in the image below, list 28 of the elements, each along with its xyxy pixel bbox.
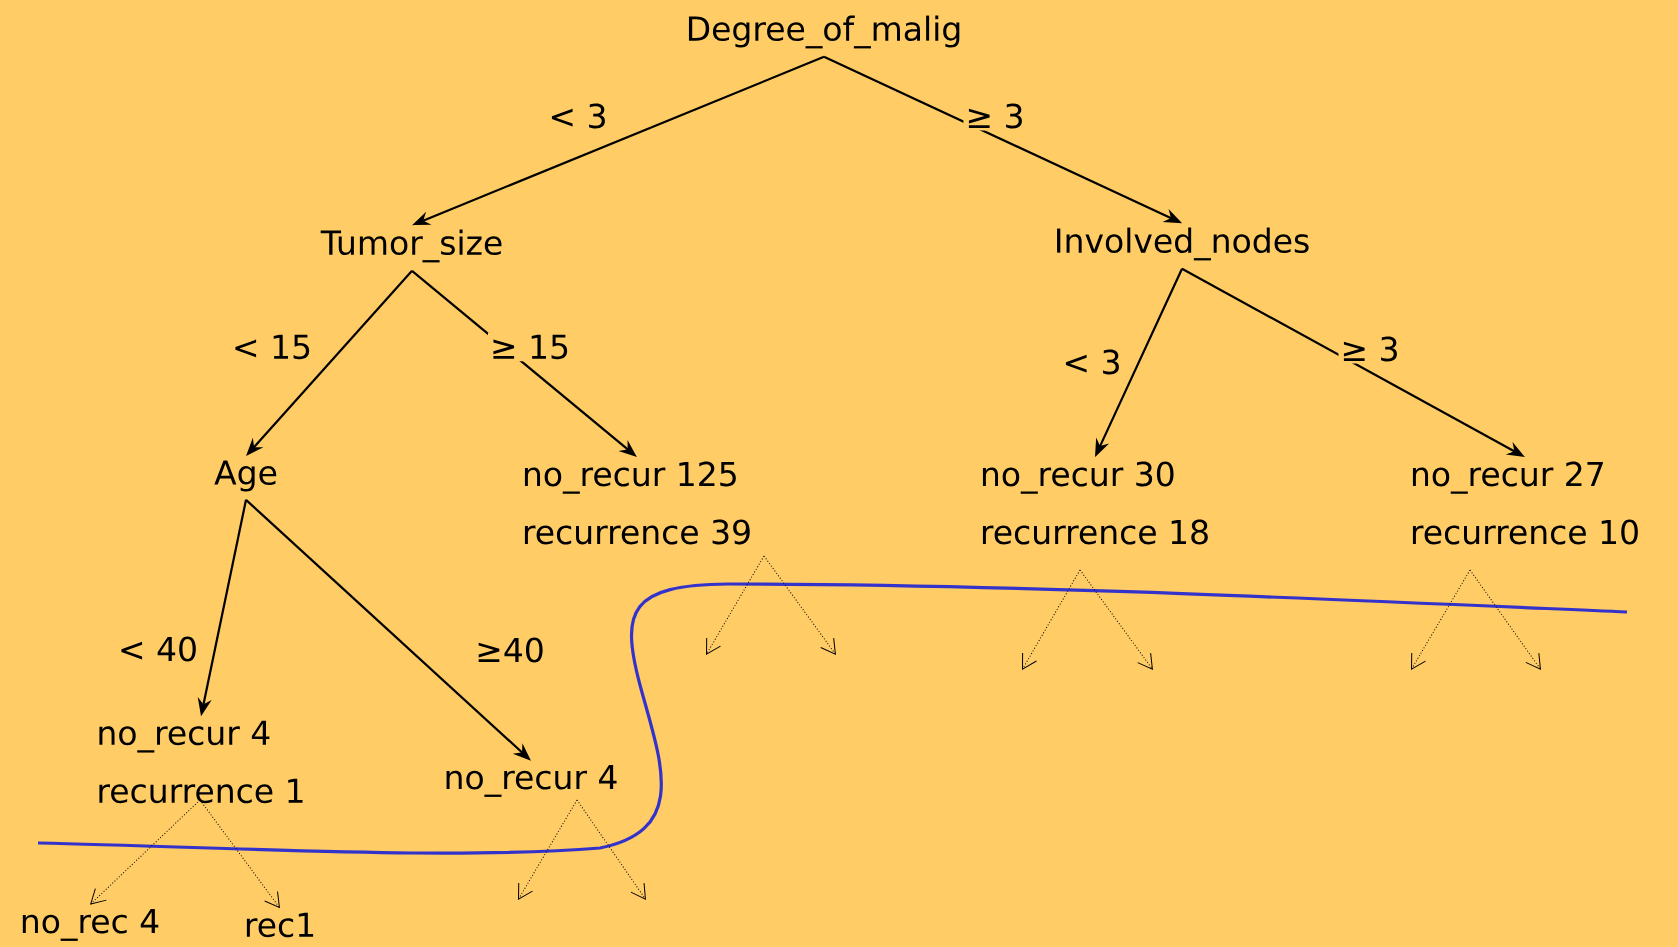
node-text: Involved_nodes [1057, 227, 1309, 261]
arrow [1411, 569, 1471, 670]
node-text: no_recur 125 recurrence 39 [524, 461, 750, 545]
arrow [518, 799, 578, 900]
node-text: no_recur 4 [446, 765, 617, 797]
arrow [763, 555, 836, 655]
edge-label: ≥ 3 [1338, 334, 1402, 364]
node-text: Degree_of_malig [688, 15, 960, 49]
edge-label: < 3 [546, 101, 610, 131]
node-text: Age [214, 460, 277, 492]
node-text: no_recur 4 recurrence 1 [99, 720, 303, 804]
arrow [706, 555, 765, 655]
arrow [1022, 569, 1081, 670]
edge-label: < 15 [229, 332, 315, 362]
arrow [1469, 569, 1541, 670]
node-text: no_rec 4 [22, 909, 159, 941]
arrow [576, 799, 646, 900]
node-text: no_recur 27 recurrence 10 [1412, 461, 1638, 545]
edge-label: ≥ 15 [487, 332, 573, 362]
node-text: Tumor_size [320, 229, 502, 263]
arrow [1079, 569, 1153, 670]
edge-label: < 3 [1060, 347, 1124, 377]
edge-label: ≥ 3 [963, 101, 1027, 131]
node-text: rec1 [246, 912, 314, 938]
node-text: no_recur 30 recurrence 18 [982, 461, 1208, 545]
arrow [199, 799, 280, 908]
edge-label: ≥40 [473, 635, 547, 665]
edge-label: < 40 [115, 634, 201, 664]
